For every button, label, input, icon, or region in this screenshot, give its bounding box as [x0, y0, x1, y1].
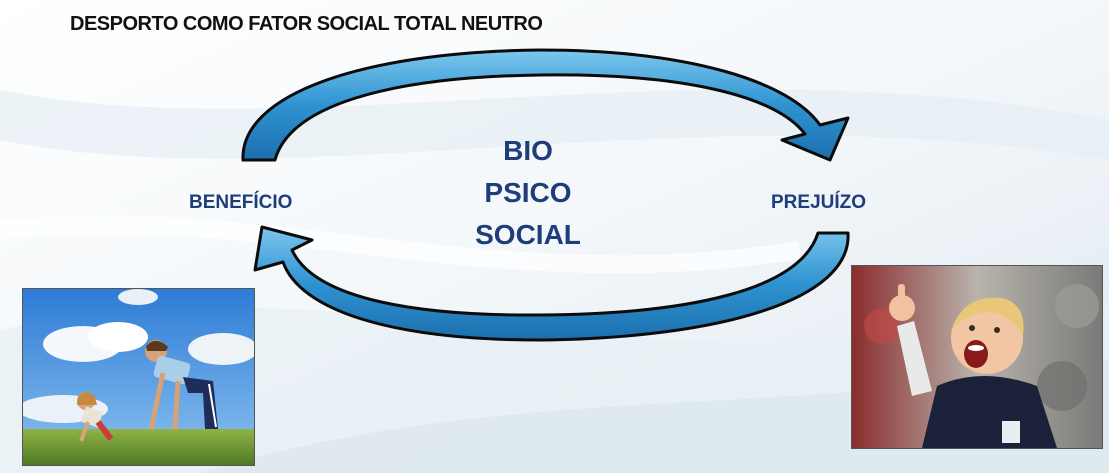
top-arrow: [241, 48, 850, 162]
benefit-label: BENEFÍCIO: [189, 192, 293, 213]
bottom-arrow: [253, 225, 850, 342]
harm-label: PREJUÍZO: [771, 192, 867, 213]
children-playing-photo: [22, 288, 255, 466]
angry-child-photo: [851, 265, 1103, 449]
slide-title: DESPORTO COMO FATOR SOCIAL TOTAL NEUTRO: [70, 13, 543, 35]
center-text: BIO PSICO SOCIAL: [448, 130, 608, 256]
center-line-psico: PSICO: [484, 177, 572, 208]
center-line-social: SOCIAL: [475, 219, 581, 250]
center-line-bio: BIO: [503, 135, 553, 166]
